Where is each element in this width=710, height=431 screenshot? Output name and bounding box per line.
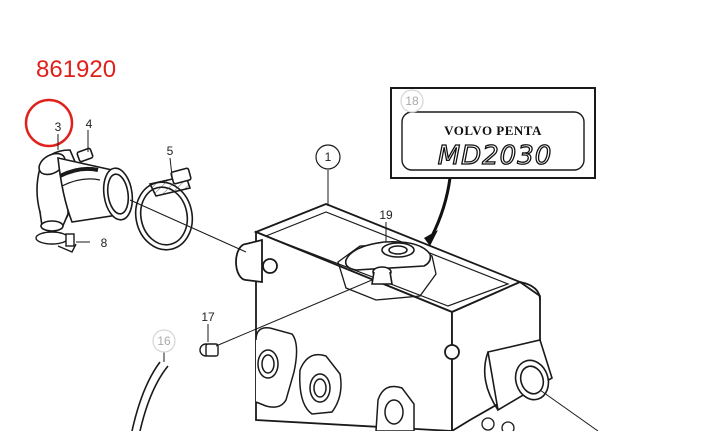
decal-arrow — [424, 177, 452, 246]
decal-box: VOLVO PENTA MD2030 — [390, 87, 596, 179]
highlight-circle — [24, 98, 74, 148]
decal-brand-text: VOLVO PENTA — [444, 123, 542, 138]
filler-cap-part — [337, 240, 437, 301]
decal-model-text: MD2030 — [438, 141, 553, 171]
callout-8: 8 — [101, 236, 108, 250]
callout-labels: 3 4 5 8 1 19 17 16 18 — [55, 89, 424, 353]
callout-16-circle — [152, 329, 176, 353]
part-number-title: 861920 — [36, 56, 117, 83]
callout-17: 17 — [201, 310, 215, 324]
callout-3: 3 — [55, 120, 62, 134]
callout-18: 18 — [405, 94, 419, 108]
elbow-hose-part — [36, 147, 134, 232]
callout-18-circle — [400, 89, 424, 113]
callout-1-circle — [315, 144, 341, 170]
callout-5: 5 — [167, 144, 174, 158]
clip-part-17 — [199, 343, 219, 357]
small-clip-part — [35, 231, 77, 253]
outlet-pipe — [483, 339, 553, 412]
callout-16: 16 — [157, 334, 171, 348]
hose-part-16 — [131, 361, 169, 431]
callout-4: 4 — [86, 117, 93, 131]
hose-clamp-part — [134, 167, 194, 251]
front-ports — [255, 327, 415, 431]
callout-1: 1 — [325, 150, 332, 164]
bottom-bolts — [481, 417, 515, 431]
callout-19: 19 — [379, 208, 393, 222]
leader-lines — [57, 130, 599, 431]
